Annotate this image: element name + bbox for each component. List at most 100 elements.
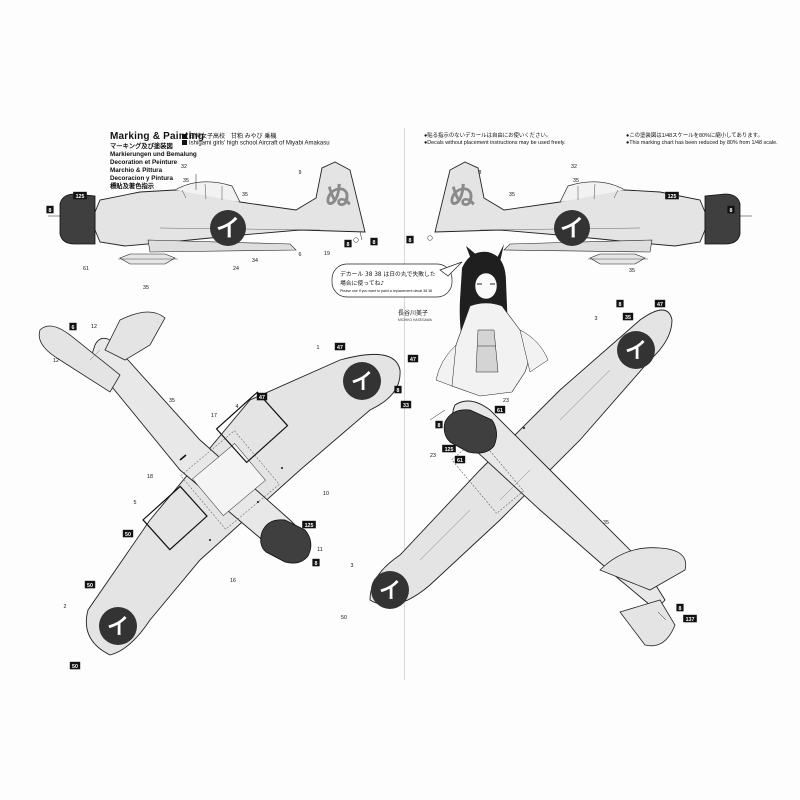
callout-number: 24	[233, 266, 239, 272]
callout-box	[494, 405, 506, 414]
callout-number: 18	[147, 474, 153, 480]
character-name-en: MICHIKO HASEGAWA	[398, 318, 433, 322]
callout-box	[46, 205, 54, 214]
callout-box	[73, 191, 87, 200]
callout-box	[406, 235, 414, 244]
side-view-left: イ ぬ	[48, 161, 366, 265]
lang-de: Markierungen und Bemalung	[110, 151, 197, 158]
callout-number: 11	[317, 547, 323, 553]
callout-number: 50	[125, 532, 131, 538]
callout-number: 125	[305, 523, 314, 529]
callout-number: 8	[373, 240, 376, 246]
callout-box	[69, 322, 77, 331]
callout-number: 19	[324, 251, 330, 257]
callout-number: 6	[299, 252, 302, 258]
callout-number: 8	[397, 388, 400, 394]
callout-number: 137	[686, 617, 695, 623]
side-insignia-kana-right: イ	[560, 214, 584, 242]
square-bullet-icon	[182, 140, 187, 145]
callout-box	[334, 342, 346, 351]
marking-title: Marking & Painting	[110, 131, 205, 142]
bottom-view: イ イ	[38, 311, 401, 656]
callout-box	[654, 299, 666, 308]
callout-number: 12	[53, 358, 59, 364]
callout-box	[370, 237, 378, 246]
callout-number: 3	[595, 316, 598, 322]
callout-number: 12	[91, 324, 97, 330]
callout-number: 32	[571, 164, 577, 170]
callout-box	[122, 529, 134, 538]
callout-number: 61	[457, 458, 463, 464]
callout-box	[454, 455, 466, 464]
callout-number: 8	[438, 423, 441, 429]
callout-number: 50	[87, 583, 93, 589]
callout-box	[400, 400, 412, 409]
callout-box	[665, 191, 679, 200]
side-view-right: イ ぬ	[427, 161, 752, 265]
aircraft-title-jp: 石神女子高校 甘粕 みやび 乗機	[182, 131, 276, 140]
callout-box	[442, 444, 456, 453]
callout-number: 35	[603, 520, 609, 526]
callout-number: 61	[497, 408, 503, 414]
note-scale-jp: ●この塗装図は1/48スケールを80%に縮小してあります。	[626, 133, 763, 139]
callout-box	[435, 420, 443, 429]
callout-number: 33	[403, 403, 409, 409]
callout-number: 8	[619, 302, 622, 308]
callout-number: 50	[341, 615, 347, 621]
callout-box	[727, 205, 735, 214]
callout-number: 16	[230, 578, 236, 584]
callout-box	[344, 239, 352, 248]
callout-number: 35	[143, 285, 149, 291]
bubble-line-1: デカール 38 38 は日の丸で失敗した	[340, 270, 436, 278]
callout-box	[84, 580, 96, 589]
callout-number: 50	[72, 664, 78, 670]
bubble-line-2: 場合に使ってね♪	[340, 279, 384, 287]
callout-number: 8	[730, 208, 733, 214]
lang-jp: マーキング及び塗装図	[110, 143, 173, 150]
callout-box	[407, 354, 419, 363]
callout-number: 8	[347, 242, 350, 248]
callout-box	[683, 614, 697, 623]
aircraft-title-en: Ishigami girls' high school Aircraft of …	[182, 140, 330, 147]
callout-number: 35	[629, 268, 635, 274]
note-decals-jp: ●貼る指示のないデカールは自由にお使いください。	[424, 133, 552, 139]
callout-number: 125	[668, 194, 677, 200]
callout-number: 125	[445, 447, 454, 453]
bubble-line-3: Please use if you want to paint a replac…	[340, 289, 432, 293]
callout-number: 35	[183, 178, 189, 184]
callout-box	[394, 385, 402, 394]
callout-box	[302, 520, 316, 529]
callout-box	[622, 312, 634, 321]
callout-number: 125	[76, 194, 85, 200]
callout-number: 35	[573, 178, 579, 184]
lang-fr: Decoration et Peinture	[110, 159, 178, 166]
callout-number: 35	[242, 192, 248, 198]
callout-number: 35	[169, 398, 175, 404]
character-illustration: 長谷川美子 MICHIKO HASEGAWA	[398, 244, 549, 397]
callout-box	[256, 392, 268, 401]
callout-number: 47	[410, 357, 416, 363]
top-wing-insignia-upper: イ	[625, 339, 647, 364]
callout-box	[676, 603, 684, 612]
callout-number: 5	[134, 500, 137, 506]
wing-insignia-upper: イ	[351, 370, 373, 395]
callout-number: 47	[657, 302, 663, 308]
callout-number: 8	[479, 170, 482, 176]
callout-number: 47	[259, 395, 265, 401]
square-bullet-icon	[182, 133, 187, 139]
callout-number: 8	[409, 238, 412, 244]
callout-number: 8	[315, 561, 318, 567]
callout-number: 8	[679, 606, 682, 612]
callout-number: 1	[317, 345, 320, 351]
callout-number: 3	[351, 563, 354, 569]
callout-box	[312, 558, 320, 567]
callout-number: 2	[64, 604, 67, 610]
top-view: イ イ	[369, 309, 687, 647]
callout-number: 61	[83, 266, 89, 272]
callout-box	[69, 661, 81, 670]
callout-box	[616, 299, 624, 308]
callout-number: 8	[49, 208, 52, 214]
note-decals-en: ●Decals without placement instructions m…	[424, 140, 566, 146]
